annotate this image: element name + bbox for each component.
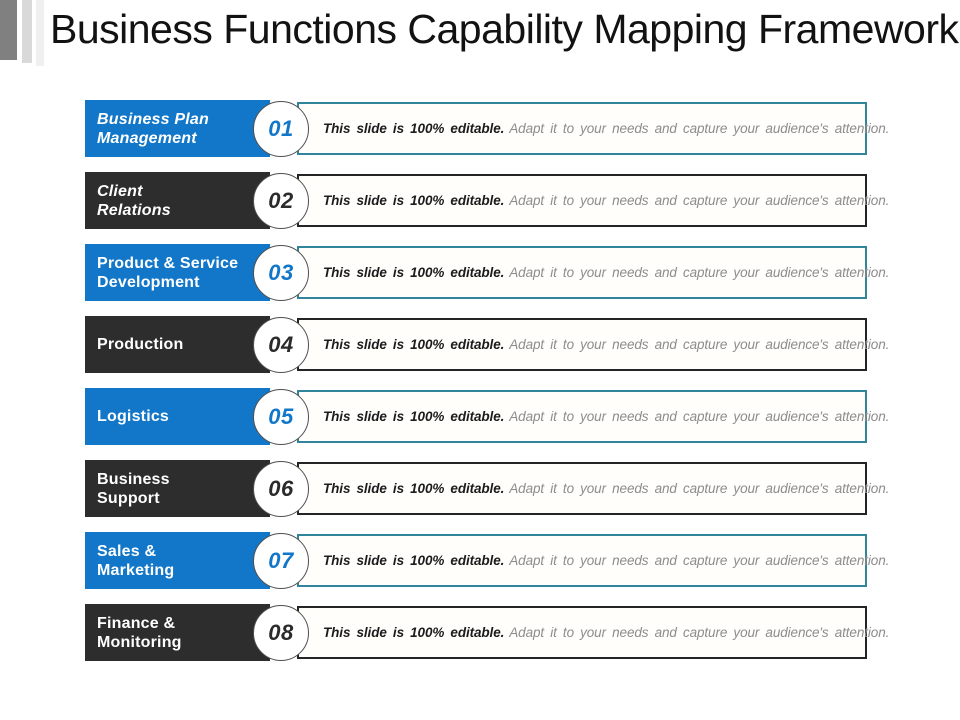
accent-bar-dark (0, 0, 17, 60)
description-bold-text: This slide is 100% editable. (323, 553, 505, 568)
number-badge: 07 (253, 533, 309, 589)
description-bold-text: This slide is 100% editable. (323, 337, 505, 352)
row-label: Production (97, 336, 184, 353)
description-bold-text: This slide is 100% editable. (323, 265, 505, 280)
number-badge: 01 (253, 101, 309, 157)
row-description: This slide is 100% editable. Adapt it to … (323, 625, 889, 640)
row-number: 04 (268, 332, 294, 357)
row-description: This slide is 100% editable. Adapt it to … (323, 481, 889, 496)
accent-bar-light (22, 0, 32, 63)
row-description: This slide is 100% editable. Adapt it to … (323, 553, 889, 568)
description-rest-text: Adapt it to your needs and capture your … (509, 193, 890, 208)
capability-rows: Business Plan Management This slide is 1… (0, 100, 960, 676)
row-description-box: This slide is 100% editable. Adapt it to … (297, 102, 889, 155)
row-description: This slide is 100% editable. Adapt it to … (323, 193, 889, 208)
row-label: Sales & Marketing (97, 542, 175, 579)
row-label: Finance & Monitoring (97, 614, 182, 651)
row-description-box: This slide is 100% editable. Adapt it to … (297, 318, 889, 371)
slide-title: Business Functions Capability Mapping Fr… (50, 6, 959, 52)
row-label: Logistics (97, 408, 170, 425)
number-badge: 06 (253, 461, 309, 517)
description-bold-text: This slide is 100% editable. (323, 121, 505, 136)
row-label-block: Business Plan Management (85, 100, 270, 157)
capability-row-business-support: Business Support This slide is 100% edit… (0, 460, 960, 517)
description-rest-text: Adapt it to your needs and capture your … (509, 553, 890, 568)
description-bold-text: This slide is 100% editable. (323, 481, 505, 496)
row-label-block: Sales & Marketing (85, 532, 270, 589)
description-rest-text: Adapt it to your needs and capture your … (509, 121, 890, 136)
capability-row-production: Production This slide is 100% editable. A… (0, 316, 960, 373)
row-label-block: Production (85, 316, 270, 373)
number-badge: 05 (253, 389, 309, 445)
row-description-box: This slide is 100% editable. Adapt it to … (297, 606, 889, 659)
description-rest-text: Adapt it to your needs and capture your … (509, 409, 890, 424)
row-description-box: This slide is 100% editable. Adapt it to … (297, 174, 889, 227)
row-description-box: This slide is 100% editable. Adapt it to … (297, 534, 889, 587)
row-label: Client Relations (97, 182, 171, 219)
number-badge: 08 (253, 605, 309, 661)
description-rest-text: Adapt it to your needs and capture your … (509, 481, 890, 496)
capability-row-finance-monitoring: Finance & Monitoring This slide is 100% … (0, 604, 960, 661)
capability-row-client-relations: Client Relations This slide is 100% edit… (0, 172, 960, 229)
row-number: 06 (268, 476, 294, 501)
row-description-box: This slide is 100% editable. Adapt it to … (297, 462, 889, 515)
capability-row-logistics: Logistics This slide is 100% editable. Ad… (0, 388, 960, 445)
row-number: 02 (268, 188, 294, 213)
row-description: This slide is 100% editable. Adapt it to … (323, 265, 889, 280)
row-label: Business Support (97, 470, 170, 507)
row-label-block: Client Relations (85, 172, 270, 229)
capability-row-sales-marketing: Sales & Marketing This slide is 100% edi… (0, 532, 960, 589)
capability-row-product-service: Product & Service Development This slide… (0, 244, 960, 301)
row-number: 08 (268, 620, 294, 645)
row-description: This slide is 100% editable. Adapt it to … (323, 409, 889, 424)
description-bold-text: This slide is 100% editable. (323, 409, 505, 424)
row-number: 01 (268, 116, 294, 141)
row-label: Business Plan Management (97, 110, 209, 147)
row-label-block: Business Support (85, 460, 270, 517)
number-badge: 03 (253, 245, 309, 301)
row-number: 07 (268, 548, 294, 573)
description-rest-text: Adapt it to your needs and capture your … (509, 337, 890, 352)
row-label-block: Finance & Monitoring (85, 604, 270, 661)
row-number: 05 (268, 404, 294, 429)
row-label: Product & Service Development (97, 254, 239, 291)
row-description: This slide is 100% editable. Adapt it to … (323, 337, 889, 352)
capability-row-business-plan: Business Plan Management This slide is 1… (0, 100, 960, 157)
row-label-block: Logistics (85, 388, 270, 445)
row-description-box: This slide is 100% editable. Adapt it to … (297, 390, 889, 443)
row-label-block: Product & Service Development (85, 244, 270, 301)
accent-bar-lighter (36, 0, 44, 66)
description-rest-text: Adapt it to your needs and capture your … (509, 625, 890, 640)
row-number: 03 (268, 260, 294, 285)
number-badge: 02 (253, 173, 309, 229)
row-description-box: This slide is 100% editable. Adapt it to … (297, 246, 889, 299)
description-rest-text: Adapt it to your needs and capture your … (509, 265, 890, 280)
row-description: This slide is 100% editable. Adapt it to … (323, 121, 889, 136)
number-badge: 04 (253, 317, 309, 373)
description-bold-text: This slide is 100% editable. (323, 625, 505, 640)
description-bold-text: This slide is 100% editable. (323, 193, 505, 208)
